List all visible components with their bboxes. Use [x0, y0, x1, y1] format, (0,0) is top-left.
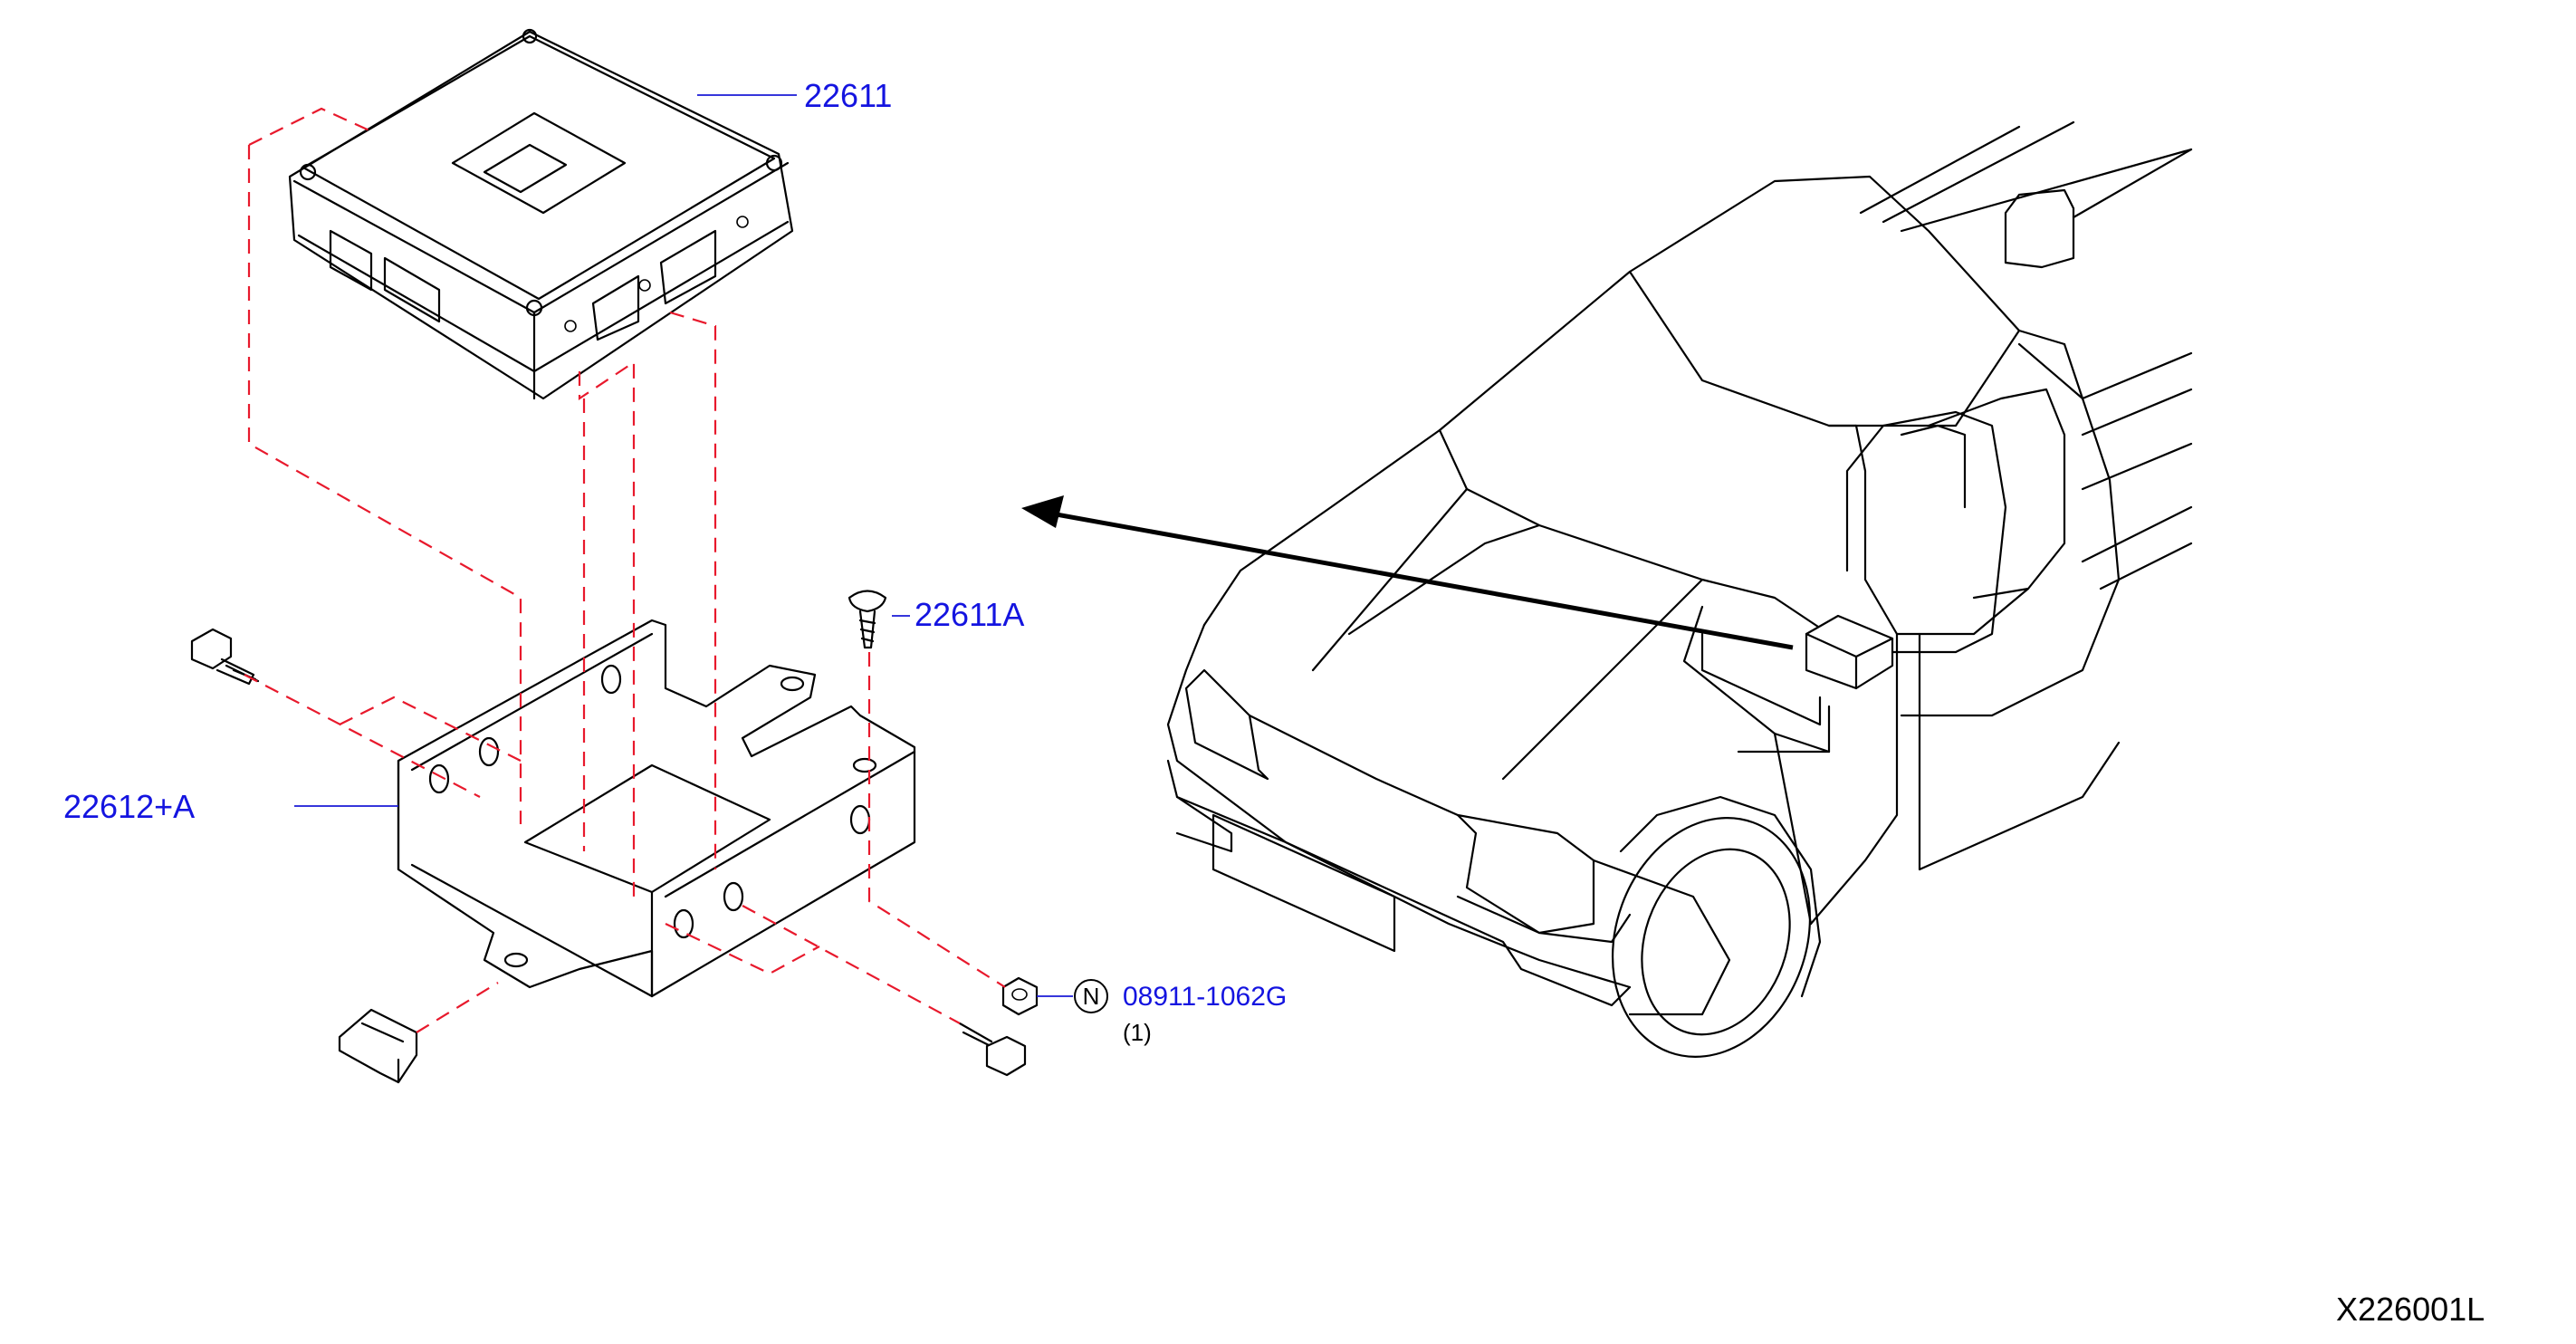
bolt-left-drawing	[190, 628, 260, 686]
n-symbol-icon: N	[1074, 979, 1108, 1013]
control-unit-drawing	[288, 28, 794, 400]
callout-bracket: 22612+A	[63, 788, 196, 825]
screw-drawing	[847, 590, 887, 649]
phantom-lines	[244, 107, 1006, 1033]
nut-drawing	[1001, 976, 1039, 1016]
clip-drawing	[338, 1008, 418, 1084]
callout-control-unit: 22611	[804, 77, 893, 114]
callout-screw: 22611A	[915, 596, 1025, 633]
bolt-right-drawing	[958, 1022, 1027, 1077]
callout-nut: 08911-1062G	[1123, 982, 1288, 1012]
nut-quantity: (1)	[1123, 1019, 1152, 1046]
truck-illustration	[1021, 120, 2193, 1058]
bracket-drawing	[397, 619, 916, 998]
leader-lines	[294, 94, 1073, 997]
figure-id: X226001L	[2336, 1291, 2485, 1328]
